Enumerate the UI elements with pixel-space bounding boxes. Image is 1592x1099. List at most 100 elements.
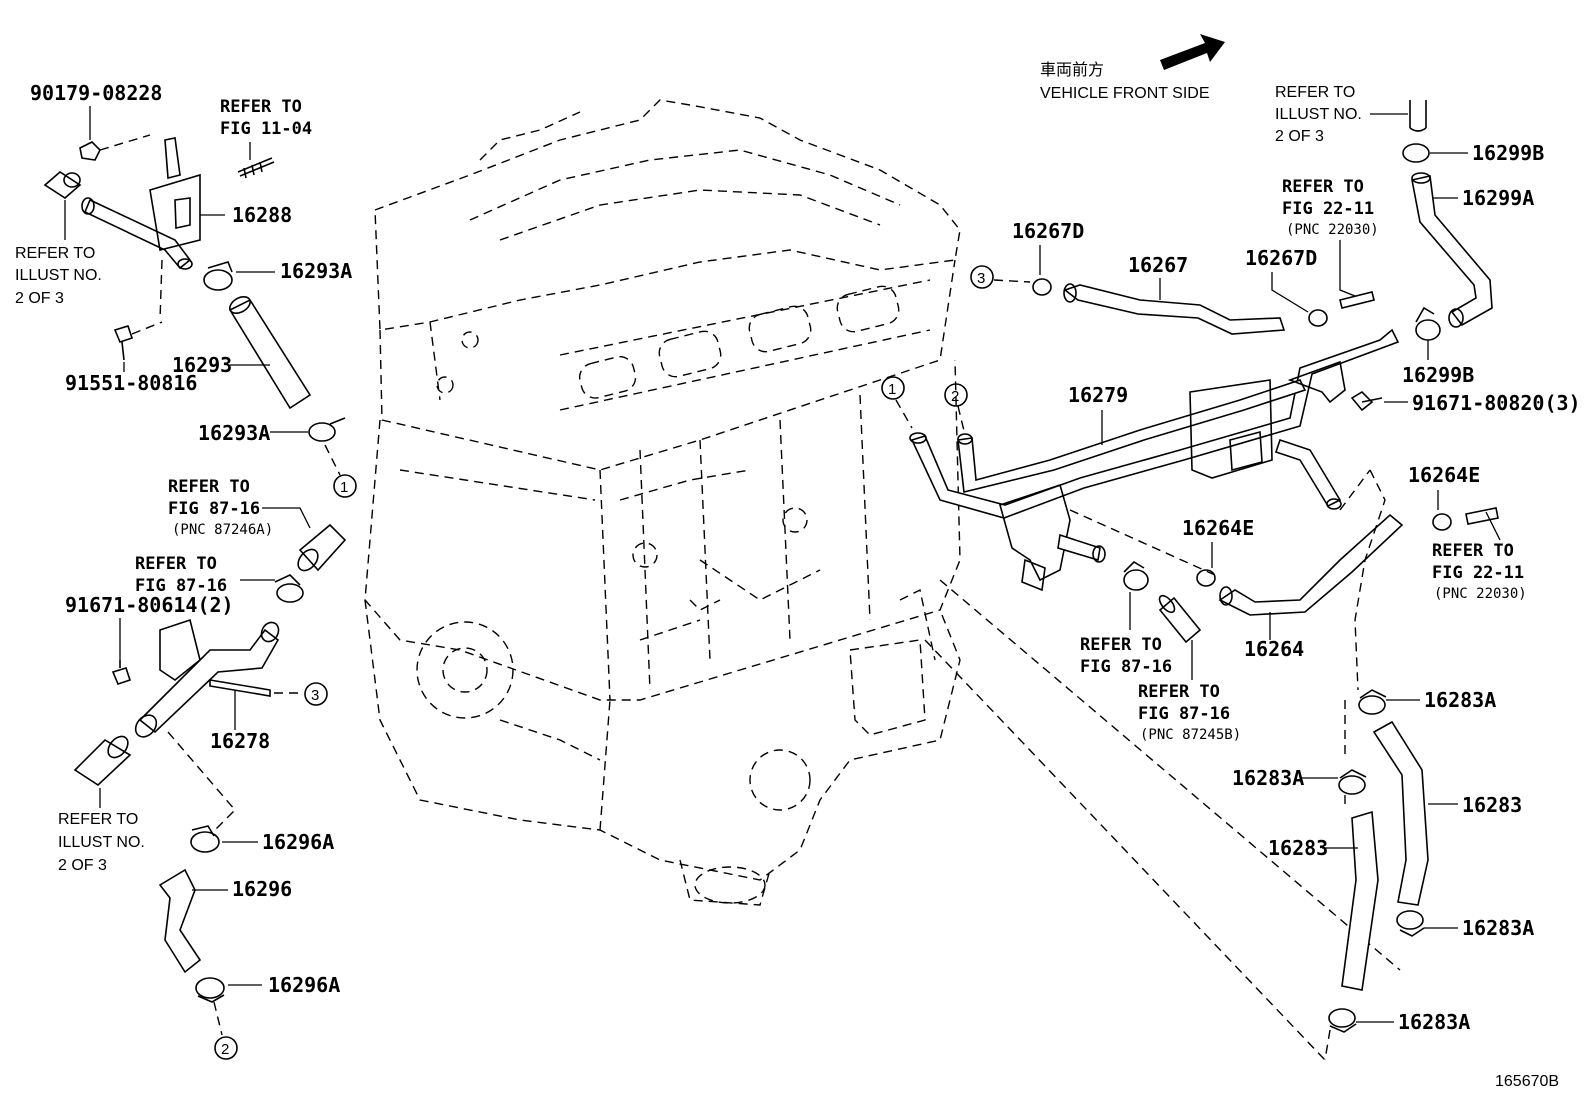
ref-illust-no-2: ILLUST NO.	[58, 834, 145, 851]
part-label-16264e-mid: 16264E	[1182, 516, 1254, 540]
circle-3-right-label: 3	[977, 270, 985, 287]
ref-2-of-3-2: 2 OF 3	[58, 857, 107, 874]
part-label-16283a-2: 16283A	[1232, 766, 1304, 790]
part-label-91671-80820: 91671-80820(3)	[1412, 391, 1581, 415]
ref-refer-to-7: REFER TO	[1275, 84, 1355, 101]
part-label-16296a-bot: 16296A	[268, 973, 340, 997]
part-16279-group: 1 2 16279	[881, 328, 1400, 592]
illustration-id: 165670B	[1495, 1073, 1559, 1090]
part-16299b-bot-group: 16299B	[1402, 306, 1474, 387]
part-label-16283-left: 16283	[1268, 836, 1328, 860]
part-16288-group: 16288	[81, 137, 292, 321]
part-16296a-top-group: 16296A	[190, 825, 334, 854]
ref-pnc-87245b: (PNC 87245B)	[1140, 727, 1241, 743]
ref-refer-to-8: REFER TO	[1080, 635, 1162, 655]
ref-refer-to-10: REFER TO	[1432, 541, 1514, 561]
ref-refer-to-3: REFER TO	[168, 477, 250, 497]
part-16283-group: 16283A 16283 16283A 16283 16283A 16283A	[924, 469, 1534, 1061]
ref-fig-87-16-1: FIG 87-16	[168, 499, 260, 519]
part-label-16283-right: 16283	[1462, 793, 1522, 817]
ref-2-of-3-1: 2 OF 3	[15, 290, 64, 307]
part-16296-group: 16296	[158, 868, 292, 974]
part-label-16264: 16264	[1244, 637, 1304, 661]
callout-circle-2-left: 2	[214, 1036, 238, 1060]
part-label-16283a-3: 16283A	[1462, 916, 1534, 940]
part-label-16293a-top: 16293A	[280, 259, 352, 283]
part-label-16279: 16279	[1068, 383, 1128, 407]
ref-fig-22-11-2: FIG 22-11	[1432, 563, 1524, 583]
part-label-91551: 91551-80816	[65, 371, 197, 395]
ref-refer-to-2: REFER TO	[15, 245, 95, 262]
part-90179-group: 90179-08228	[30, 81, 162, 161]
part-label-16299b-top: 16299B	[1472, 141, 1544, 165]
part-label-16278: 16278	[210, 729, 270, 753]
part-16264-group: 16264E 16264	[1182, 469, 1404, 661]
direction-japanese: 車両前方	[1040, 61, 1104, 79]
circle-2-left-label: 2	[221, 1041, 229, 1058]
part-label-16267d-left: 16267D	[1012, 219, 1084, 243]
part-16299a-group: 16299A	[1411, 172, 1534, 328]
ref-pnc-87246a: (PNC 87246A)	[172, 522, 273, 538]
part-16267-group: 3 16267D 16267 16267D	[970, 219, 1328, 335]
part-16293-group: 16293	[172, 296, 312, 410]
ref-fig-87-16-2: FIG 87-16	[135, 576, 227, 596]
part-label-16267d-right: 16267D	[1245, 246, 1317, 270]
exhaust-ports	[578, 285, 900, 399]
ref-pnc-22030-2: (PNC 22030)	[1434, 586, 1527, 602]
ref-fig-87-16-b: REFER TO FIG 87-16	[135, 554, 304, 603]
part-16296a-bot-group: 16296A	[195, 973, 340, 1036]
part-label-16264e-right: 16264E	[1408, 463, 1480, 487]
ref-refer-to-9: REFER TO	[1138, 682, 1220, 702]
part-label-90179: 90179-08228	[30, 81, 162, 105]
part-label-16288: 16288	[232, 203, 292, 227]
ref-2-of-3-3: 2 OF 3	[1275, 128, 1324, 145]
part-label-16293: 16293	[172, 353, 232, 377]
ref-illust-no-1: ILLUST NO.	[15, 267, 102, 284]
ref-fig-87-16-d: REFER TO FIG 87-16 (PNC 87245B)	[1138, 594, 1241, 743]
front-arrow-icon	[1160, 34, 1225, 70]
part-label-16293a-bot: 16293A	[198, 421, 270, 445]
ref-illust-bottom-left: REFER TO ILLUST NO. 2 OF 3	[58, 735, 145, 874]
part-label-16283a-1: 16283A	[1424, 688, 1496, 712]
ref-fig-87-16-4: FIG 87-16	[1138, 704, 1230, 724]
part-label-16296: 16296	[232, 877, 292, 901]
callout-circle-1-left: 1	[333, 474, 357, 498]
ref-illust-top-left: REFER TO ILLUST NO. 2 OF 3	[15, 171, 102, 307]
circle-1-left-label: 1	[340, 479, 348, 496]
engine-block-outline	[364, 99, 961, 906]
part-91551-group: 91551-80816	[65, 321, 197, 395]
ref-refer-to-6: REFER TO	[1282, 177, 1364, 197]
part-label-16299a: 16299A	[1462, 186, 1534, 210]
part-label-91671-80614: 91671-80614(2)	[65, 593, 234, 617]
ref-illust-top-right: REFER TO ILLUST NO. 2 OF 3	[1275, 84, 1427, 145]
part-91671-80820-group: 91671-80820(3)	[1350, 390, 1581, 415]
part-16278-group: 16278	[134, 618, 300, 831]
part-16293a-bot-group: 16293A	[198, 417, 346, 476]
ref-fig-87-16-3: FIG 87-16	[1080, 657, 1172, 677]
part-label-16283a-4: 16283A	[1398, 1010, 1470, 1034]
ref-fig-22-11-top: REFER TO FIG 22-11 (PNC 22030)	[1282, 177, 1379, 309]
part-91671-80614-group: 91671-80614(2)	[65, 593, 234, 685]
ref-fig-22-11-1: FIG 22-11	[1282, 199, 1374, 219]
ref-fig-87-16-a: REFER TO FIG 87-16 (PNC 87246A)	[168, 477, 347, 572]
callout-circle-3-left: 3	[304, 682, 328, 706]
ref-refer-to-1: REFER TO	[220, 97, 302, 117]
direction-english: VEHICLE FRONT SIDE	[1040, 85, 1210, 102]
part-16299b-top-group: 16299B	[1402, 141, 1544, 165]
circle-1-right-label: 1	[888, 381, 896, 398]
ref-refer-to-5: REFER TO	[58, 811, 138, 828]
ref-fig-11-04-label: FIG 11-04	[220, 119, 312, 139]
part-label-16267: 16267	[1128, 253, 1188, 277]
part-label-16299b-bot: 16299B	[1402, 363, 1474, 387]
ref-pnc-22030-1: (PNC 22030)	[1286, 222, 1379, 238]
circle-3-left-label: 3	[311, 687, 319, 704]
ref-illust-no-3: ILLUST NO.	[1275, 106, 1362, 123]
vehicle-front-indicator: 車両前方 VEHICLE FRONT SIDE	[1040, 34, 1225, 102]
part-16293a-top-group: 16293A	[203, 259, 352, 291]
ref-fig-11-04: REFER TO FIG 11-04	[220, 97, 312, 179]
ref-refer-to-4: REFER TO	[135, 554, 217, 574]
part-label-16296a-top: 16296A	[262, 830, 334, 854]
part-16264e-right-group: 16264E REFER TO FIG 22-11 (PNC 22030)	[1408, 463, 1527, 602]
